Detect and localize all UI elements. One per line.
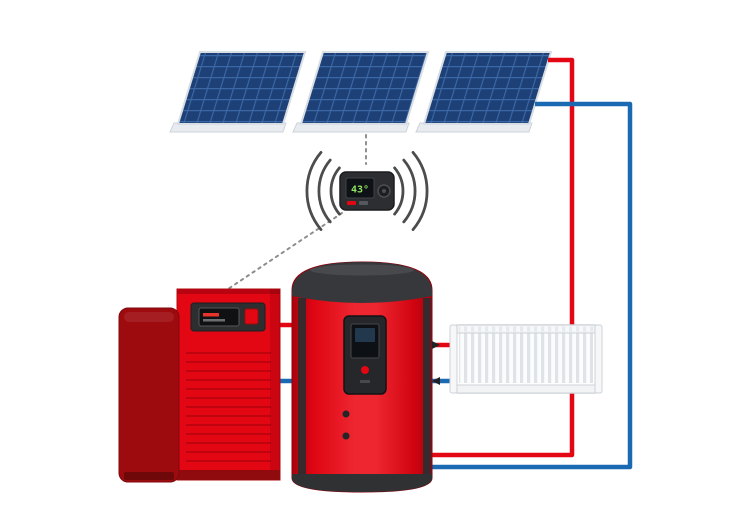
tank-display-glow	[355, 328, 375, 342]
boiler-top-cap	[177, 289, 280, 294]
tank-flow-arrow-out	[432, 341, 440, 349]
boiler-display-readout-line2	[203, 319, 225, 322]
tank-flow-arrow-in	[432, 377, 440, 385]
radiator	[449, 324, 603, 394]
solar-panel-array	[169, 51, 553, 133]
controller-screen	[345, 177, 375, 199]
wifi-signal-waves-icon	[305, 151, 429, 231]
boiler-display-readout-line	[203, 313, 219, 317]
controller-gray-key	[359, 201, 368, 205]
radiator-end-cap-left	[449, 324, 458, 394]
tank-sensor-port-2	[342, 432, 350, 440]
tank-bottom-base	[292, 474, 432, 492]
controller-temperature-readout: 43°	[351, 185, 369, 196]
tank-seam-right	[423, 298, 431, 474]
boiler-display	[198, 307, 240, 327]
wireless-controller: 43°	[305, 151, 429, 231]
radiator-bottom-rail	[454, 384, 598, 394]
boiler-side-unit-base	[124, 472, 174, 480]
wireless-links	[227, 134, 367, 290]
solar-panel-1	[169, 51, 307, 133]
boiler-side-unit	[118, 307, 180, 483]
radiator-fins	[459, 333, 593, 383]
wifi-wave-right-3	[411, 151, 429, 231]
radiator-top-grille	[459, 326, 593, 332]
buffer-tank	[291, 261, 440, 493]
controller-dial-dot	[382, 189, 386, 193]
solar-panel-2-surface	[299, 51, 430, 125]
wifi-wave-right-2	[402, 158, 417, 224]
wireless-link-controller-to-boiler	[227, 212, 343, 290]
boiler-power-button	[244, 308, 259, 325]
tank-sensor-port-1	[342, 410, 350, 418]
boiler-base	[177, 470, 280, 480]
radiator-end-cap-right	[594, 324, 603, 394]
boiler-louvre-vents	[186, 350, 271, 464]
controller-red-key	[347, 201, 356, 205]
boiler	[118, 288, 281, 483]
tank-panel-slot	[360, 380, 370, 383]
tank-seam-left	[298, 298, 306, 474]
solar-panel-2	[292, 51, 430, 133]
wifi-wave-left-1	[329, 166, 341, 216]
solar-supply-pipe-hot	[418, 57, 575, 458]
solar-panel-3	[415, 51, 553, 133]
wifi-wave-left-3	[305, 151, 323, 231]
boiler-side-unit-highlight	[124, 312, 174, 322]
solar-panel-3-surface	[422, 51, 553, 125]
solar-return-pipe-cold	[408, 101, 633, 470]
wifi-wave-right-1	[393, 166, 405, 216]
solar-panel-1-surface	[176, 51, 307, 125]
tank-top-cap-highlight	[310, 264, 414, 276]
boiler-side-shade	[270, 289, 280, 480]
wifi-wave-left-2	[317, 158, 332, 224]
tank-panel-red-indicator	[361, 366, 369, 374]
